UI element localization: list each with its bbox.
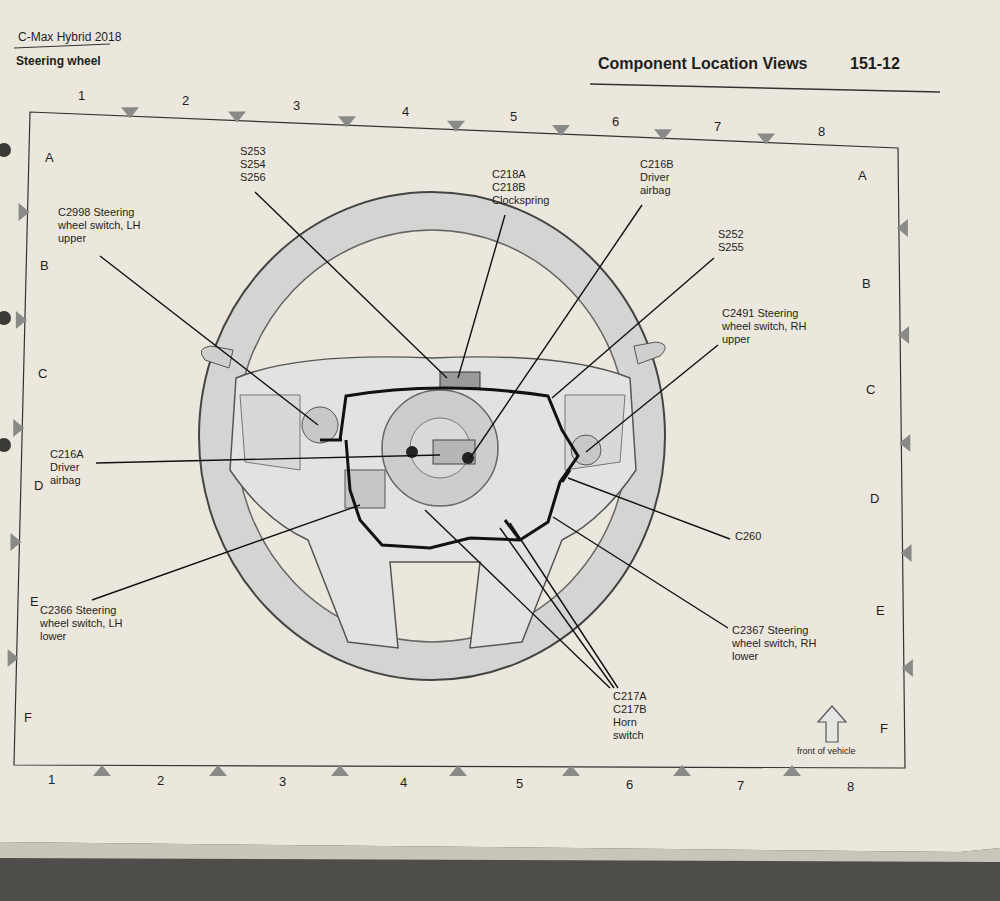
grid-column: 6	[612, 114, 619, 129]
callout-label: S253 S254 S256	[240, 145, 280, 184]
grid-marker	[13, 419, 24, 437]
grid-column: 7	[714, 119, 721, 134]
header-rule	[14, 44, 110, 48]
grid-column: 8	[818, 124, 825, 139]
callout-label: C218A C218B Clockspring	[492, 168, 560, 207]
grid-marker	[121, 107, 139, 118]
section-name: Steering wheel	[16, 54, 101, 68]
grid-frame	[14, 112, 905, 768]
grid-column: 5	[510, 109, 517, 124]
grid-marker	[901, 544, 912, 562]
grid-marker	[899, 434, 910, 452]
grid-marker	[897, 219, 908, 237]
grid-row: F	[880, 721, 888, 736]
callout-label: S252 S255	[718, 228, 758, 254]
grid-row: E	[876, 603, 885, 618]
grid-markers	[8, 107, 913, 776]
grid-marker	[8, 649, 19, 667]
grid-marker	[449, 765, 467, 776]
page-paper	[0, 0, 1000, 852]
book-title: C-Max Hybrid 2018	[18, 30, 121, 44]
callout-label: C2366 Steering wheel switch, LH lower	[40, 604, 140, 643]
binder-hole	[0, 311, 11, 325]
grid-row: D	[870, 491, 879, 506]
grid-marker	[654, 129, 672, 140]
grid-column: 4	[402, 104, 409, 119]
callout-label: C2367 Steering wheel switch, RH lower	[732, 624, 836, 663]
grid-column: 5	[516, 776, 523, 791]
front-arrow	[818, 706, 846, 742]
grid-column: 6	[626, 777, 633, 792]
page-number: 151-12	[850, 55, 900, 74]
binder-hole	[0, 143, 11, 157]
grid-marker	[228, 112, 246, 123]
grid-row: C	[38, 366, 47, 381]
binder-hole	[0, 438, 11, 452]
grid-row: C	[866, 382, 875, 397]
grid-marker	[447, 121, 465, 132]
grid-marker	[331, 765, 349, 776]
grid-marker	[338, 116, 356, 127]
callout-label: C217A C217B Horn switch	[613, 690, 665, 742]
header-rule	[590, 84, 940, 92]
steering-wheel	[199, 192, 665, 680]
grid-marker	[209, 765, 227, 776]
grid-column: 2	[157, 773, 164, 788]
callout-label: C216A Driver airbag	[50, 448, 92, 487]
callout-label: C216B Driver airbag	[640, 158, 686, 197]
grid-marker	[902, 659, 913, 677]
grid-column: 2	[182, 93, 189, 108]
leader-lines	[92, 192, 730, 688]
grid-marker	[757, 134, 775, 145]
callout-label: C2998 Steering wheel switch, LH upper	[58, 206, 154, 245]
grid-column: 7	[737, 778, 744, 793]
grid-row: E	[30, 594, 39, 609]
grid-column: 4	[400, 775, 407, 790]
orientation-note: front of vehicle	[797, 746, 856, 757]
callout-label: C260	[735, 530, 761, 543]
grid-row: B	[40, 258, 49, 273]
callout-label: C2491 Steering wheel switch, RH upper	[722, 307, 824, 346]
grid-marker	[898, 326, 909, 344]
grid-marker	[93, 765, 111, 776]
grid-marker	[10, 533, 21, 551]
grid-row: A	[45, 150, 54, 165]
grid-column: 3	[293, 98, 300, 113]
grid-marker	[783, 765, 801, 776]
grid-marker	[16, 311, 27, 329]
grid-column: 1	[78, 88, 85, 103]
page-edge	[0, 842, 1000, 862]
grid-column: 3	[279, 774, 286, 789]
grid-row: A	[858, 168, 867, 183]
grid-row: B	[862, 276, 871, 291]
grid-column: 8	[847, 779, 854, 794]
page-heading: Component Location Views	[598, 55, 808, 74]
grid-marker	[19, 203, 30, 221]
grid-row: F	[24, 710, 32, 725]
grid-marker	[673, 765, 691, 776]
grid-column: 1	[48, 772, 55, 787]
grid-marker	[562, 765, 580, 776]
grid-marker	[552, 125, 570, 136]
grid-row: D	[34, 478, 43, 493]
